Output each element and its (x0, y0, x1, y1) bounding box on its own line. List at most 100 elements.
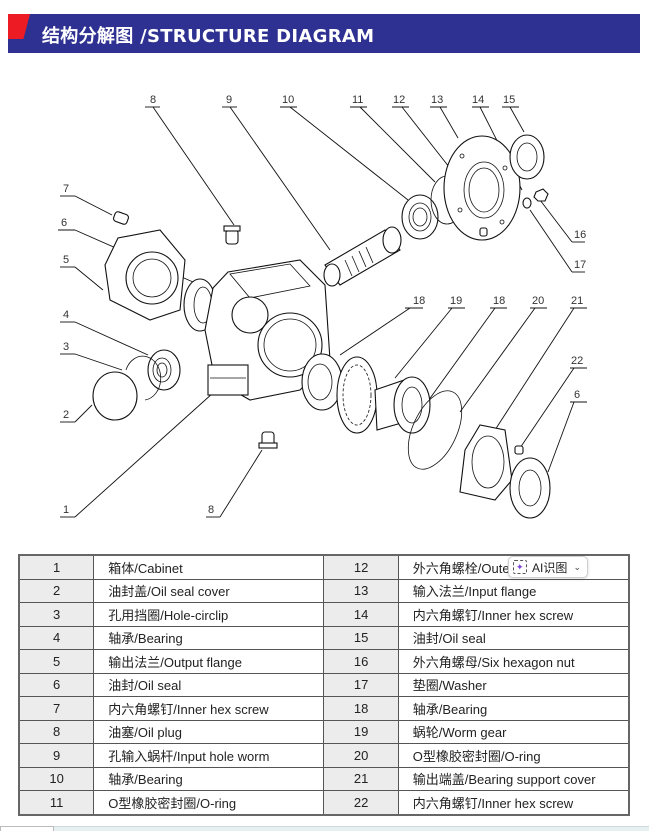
part-number: 6 (18, 672, 95, 697)
part-name: 轴承/Bearing (93, 625, 325, 650)
part-name: 输入法兰/Input flange (397, 578, 630, 603)
part-number: 15 (323, 625, 399, 650)
part-number: 12 (323, 554, 399, 580)
callout-10: 10 (282, 94, 294, 106)
callout-4: 4 (63, 309, 69, 321)
part-name: 轴承/Bearing (397, 696, 630, 721)
part-name: 输出法兰/Output flange (93, 649, 325, 674)
part-number: 13 (323, 578, 399, 603)
exploded-structure-diagram: 8 9 10 11 12 13 14 15 16 17 7 6 5 4 3 2 … (0, 60, 649, 540)
part-number: 1 (18, 554, 95, 580)
ai-scan-icon: ✦ (513, 560, 527, 574)
ai-image-recognition-button[interactable]: ✦ AI识图 ⌄ (508, 556, 588, 578)
part-name: 内六角螺钉/Inner hex screw (93, 696, 325, 721)
part-number: 11 (18, 790, 95, 815)
part-name: 输出端盖/Bearing support cover (397, 766, 630, 791)
callout-1: 1 (63, 504, 69, 516)
part-number: 18 (323, 696, 399, 721)
callout-7: 7 (63, 183, 69, 195)
part-number: 22 (323, 790, 399, 815)
part-number: 19 (323, 719, 399, 744)
callout-21: 21 (571, 295, 583, 307)
ai-button-label: AI识图 (532, 560, 568, 575)
part-number: 4 (18, 625, 95, 650)
part-name: 蜗轮/Worm gear (397, 719, 630, 744)
part-number: 9 (18, 743, 95, 768)
part-name: O型橡胶密封圈/O-ring (397, 743, 630, 768)
callout-11: 11 (352, 94, 363, 106)
callout-9: 9 (226, 94, 232, 106)
chevron-down-icon[interactable]: ⌄ (573, 561, 581, 572)
callout-18-left: 18 (413, 295, 425, 307)
part-name: 油封/Oil seal (397, 625, 630, 650)
part-o-ring-20 (407, 390, 463, 470)
part-name: 箱体/Cabinet (93, 554, 325, 580)
callout-20: 20 (532, 295, 544, 307)
part-output-flange-5 (104, 229, 186, 321)
part-number: 2 (18, 578, 95, 603)
part-inner-hex-screw-14 (479, 227, 488, 237)
part-hexagon-nut-16 (533, 188, 549, 202)
part-bearing-18-left (301, 353, 343, 411)
bottom-toolbar (0, 826, 649, 831)
part-number: 14 (323, 602, 399, 627)
callout-labels: 8 9 10 11 12 13 14 15 16 17 7 6 5 4 3 2 … (61, 94, 586, 516)
part-bearing-18-right (393, 376, 431, 434)
part-inner-hex-screw-7 (113, 211, 129, 225)
part-number: 17 (323, 672, 399, 697)
callout-17: 17 (574, 259, 586, 271)
part-name: 内六角螺钉/Inner hex screw (397, 790, 630, 815)
part-oil-plug-8-bottom (258, 431, 278, 449)
callout-12: 12 (393, 94, 405, 106)
callout-8-top: 8 (150, 94, 156, 106)
part-name: 轴承/Bearing (93, 766, 325, 791)
bottom-tab[interactable] (0, 826, 54, 831)
part-name: 孔用挡圈/Hole-circlip (93, 602, 325, 627)
callout-15: 15 (503, 94, 515, 106)
callout-2: 2 (63, 409, 69, 421)
part-inner-hex-screw-22 (514, 445, 524, 455)
part-name: 油封/Oil seal (93, 672, 325, 697)
part-number: 10 (18, 766, 95, 791)
part-number: 3 (18, 602, 95, 627)
part-washer-17 (522, 197, 532, 209)
part-oil-seal-cover-2 (92, 371, 138, 421)
part-number: 5 (18, 649, 95, 674)
callout-6-left: 6 (61, 217, 67, 229)
part-bearing-4 (147, 349, 181, 391)
part-oil-seal-6-right (509, 457, 551, 519)
part-input-flange-13 (443, 135, 521, 241)
part-name: 孔输入蜗杆/Input hole worm (93, 743, 325, 768)
part-hole-circlip-3 (125, 355, 162, 401)
part-name: O型橡胶密封圈/O-ring (93, 790, 325, 815)
callout-16: 16 (574, 229, 586, 241)
callout-18-right: 18 (493, 295, 505, 307)
part-number: 16 (323, 649, 399, 674)
part-name: 油塞/Oil plug (93, 719, 325, 744)
part-number: 21 (323, 766, 399, 791)
callout-13: 13 (431, 94, 443, 106)
part-number: 8 (18, 719, 95, 744)
callout-19: 19 (450, 295, 462, 307)
callout-22: 22 (571, 355, 583, 367)
header-accent (8, 14, 30, 39)
callout-5: 5 (63, 254, 69, 266)
part-name: 油封盖/Oil seal cover (93, 578, 325, 603)
part-input-hole-worm-9 (323, 226, 402, 287)
section-title: 结构分解图 /STRUCTURE DIAGRAM (42, 26, 375, 47)
part-name: 外六角螺母/Six hexagon nut (397, 649, 630, 674)
part-bearing-support-cover-21 (459, 424, 513, 501)
part-bearing-10 (401, 194, 439, 240)
callout-14: 14 (472, 94, 484, 106)
